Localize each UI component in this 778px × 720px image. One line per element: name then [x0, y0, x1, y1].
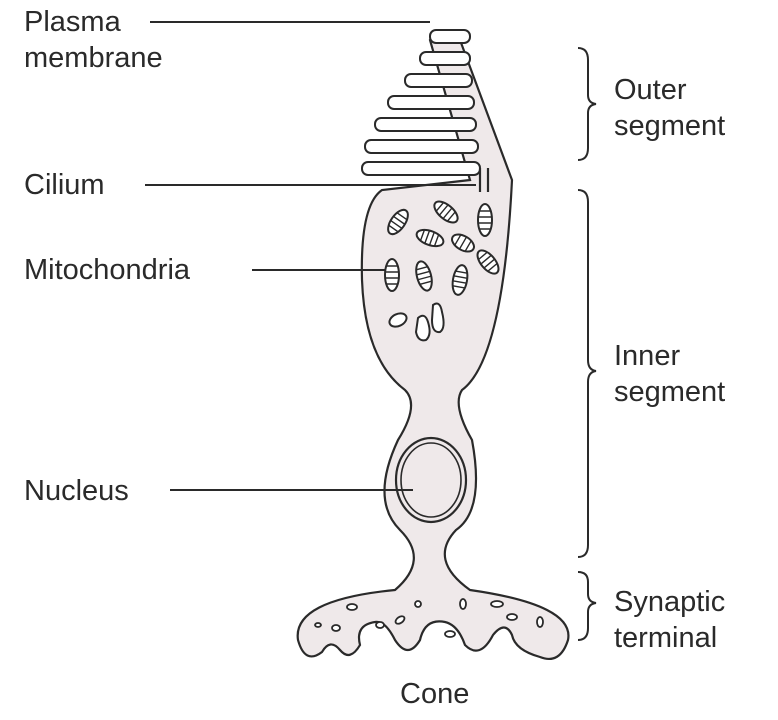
- label-inner-segment: Inner segment: [614, 338, 725, 410]
- label-outer-segment: Outer segment: [614, 72, 725, 144]
- vesicle: [376, 622, 384, 628]
- vesicle: [460, 599, 466, 609]
- vesicle: [315, 623, 321, 627]
- membrane-disc: [362, 162, 480, 175]
- membrane-disc: [388, 96, 474, 109]
- label-nucleus: Nucleus: [24, 473, 129, 509]
- membrane-disc: [430, 30, 470, 43]
- nucleus-shape: [396, 438, 466, 522]
- caption: Cone: [400, 676, 469, 712]
- vesicle: [432, 304, 444, 333]
- vesicle: [415, 601, 421, 607]
- membrane-disc: [420, 52, 470, 65]
- vesicle: [416, 316, 430, 341]
- membrane-disc: [365, 140, 478, 153]
- mitochondrion: [478, 204, 492, 236]
- vesicle: [445, 631, 455, 637]
- bracket-outer-segment: [578, 48, 596, 160]
- label-mitochondria: Mitochondria: [24, 252, 190, 288]
- label-cilium: Cilium: [24, 167, 105, 203]
- bracket-synaptic-terminal: [578, 572, 596, 640]
- label-synaptic-terminal: Synaptic terminal: [614, 584, 725, 656]
- vesicle: [332, 625, 340, 631]
- vesicle: [491, 601, 503, 607]
- mitochondrion: [385, 259, 399, 291]
- segment-brackets: [578, 48, 596, 640]
- vesicle: [537, 617, 543, 627]
- membrane-disc-stack: [362, 30, 480, 175]
- vesicle: [507, 614, 517, 620]
- vesicle: [347, 604, 357, 610]
- label-plasma-membrane: Plasma membrane: [24, 4, 163, 76]
- membrane-disc: [375, 118, 476, 131]
- membrane-disc: [405, 74, 472, 87]
- bracket-inner-segment: [578, 190, 596, 557]
